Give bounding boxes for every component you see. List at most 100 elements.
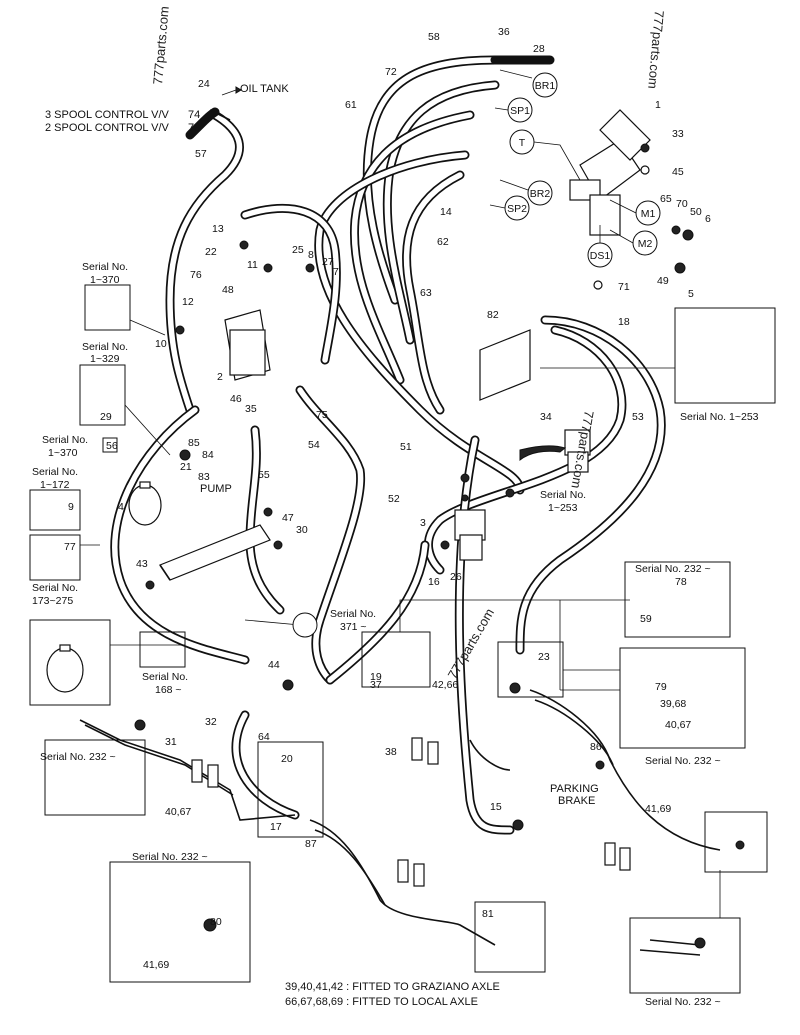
- callout-label: 56: [106, 440, 118, 452]
- callout-label: 1~172: [40, 479, 70, 491]
- detail-box-23-17: [497, 641, 564, 698]
- callout-label: BR1: [535, 80, 556, 92]
- callout-label: 5: [688, 288, 694, 300]
- header-labels: OIL TANK 3 SPOOL CONTROL V/V 74 2 SPOOL …: [45, 83, 289, 134]
- callout-label: 64: [258, 731, 270, 743]
- callout-label: SP1: [510, 105, 530, 117]
- callout-label: 45: [672, 166, 684, 178]
- callout-label: 39,68: [660, 698, 686, 710]
- callout-label: Serial No.: [82, 261, 128, 273]
- callout-label: 38: [385, 746, 397, 758]
- callout-label: 10: [155, 338, 167, 350]
- callout-label: 78: [675, 576, 687, 588]
- port-circle-m1: M1: [635, 200, 661, 226]
- control-valve-block: [224, 309, 271, 381]
- footer-line-2: 66,67,68,69 : FITTED TO LOCAL AXLE: [285, 996, 478, 1008]
- callout-label: Serial No.: [32, 466, 78, 478]
- callout-label: 81: [482, 908, 494, 920]
- serial-box-1-253: [674, 307, 776, 404]
- brake-valve: [569, 109, 651, 236]
- manifold-block: [159, 524, 271, 581]
- pipe-clamps: [191, 737, 631, 887]
- detail-circle-10: [292, 612, 318, 638]
- callout-label: 21: [180, 461, 192, 473]
- spool2-label: 2 SPOOL CONTROL V/V: [45, 122, 170, 134]
- port-circle-br1: BR1: [532, 72, 558, 98]
- callout-label: 55: [258, 469, 270, 481]
- port-circle-t: T: [509, 129, 535, 155]
- fitting-dots: [134, 143, 745, 949]
- callout-label: 59: [640, 613, 652, 625]
- serial-box-232-e: [629, 917, 741, 994]
- callout-label: 37: [370, 679, 382, 691]
- callout-label: 7: [333, 266, 339, 278]
- serial-box-1-329: [79, 364, 126, 426]
- callout-label: 15: [490, 801, 502, 813]
- accumulator-upper: [128, 481, 162, 526]
- callout-label: 28: [533, 43, 545, 55]
- serial-box-1-172: [29, 489, 81, 531]
- callout-label: 168 ~: [155, 684, 182, 696]
- callout-label: 48: [222, 284, 234, 296]
- callout-label: 26: [450, 571, 462, 583]
- callout-label: 63: [420, 287, 432, 299]
- callout-label: 71: [618, 281, 630, 293]
- oil-tank-label: OIL TANK: [240, 83, 289, 95]
- serial-box-232-a: [624, 561, 731, 638]
- detail-box-20-17: [257, 741, 324, 838]
- callout-label: 23: [538, 651, 550, 663]
- callout-label: SP2: [507, 203, 527, 215]
- callout-label: 32: [205, 716, 217, 728]
- callout-label: 1~329: [90, 353, 120, 365]
- serial-labels: Serial No.1~370 Serial No.1~329 Serial N…: [32, 261, 759, 1008]
- port-circle-m2: M2: [632, 230, 658, 256]
- callout-label: BR2: [530, 188, 551, 200]
- callout-label: 25: [292, 244, 304, 256]
- callout-label: 371 ~: [340, 621, 367, 633]
- callout-label: Serial No. 232 ~: [645, 996, 721, 1008]
- callout-label: 77: [64, 541, 76, 553]
- serial-box-232-d: [109, 861, 251, 983]
- callout-label: 82: [487, 309, 499, 321]
- callout-label: 11: [247, 259, 258, 271]
- callout-label: 52: [388, 493, 400, 505]
- callout-label: 75: [316, 409, 328, 421]
- callout-label: 8: [308, 249, 314, 261]
- callout-label: 41,69: [645, 803, 671, 815]
- callout-label: Serial No. 232 ~: [132, 851, 208, 863]
- pump-label: PUMP: [200, 483, 232, 495]
- callout-label: 42,66: [432, 679, 458, 691]
- serial-box-232-b: [619, 647, 746, 749]
- port-circle-ds1: DS1: [587, 242, 613, 268]
- callout-label: 31: [165, 736, 177, 748]
- callout-label: 173~275: [32, 595, 73, 607]
- callout-label: M2: [638, 238, 653, 250]
- callout-label: 19: [370, 671, 382, 683]
- callout-label: 70: [676, 198, 688, 210]
- watermark-middle: 777parts.com: [445, 606, 497, 682]
- callout-label: 43: [136, 558, 148, 570]
- callout-label: 2: [217, 371, 223, 383]
- port-circle-sp1: SP1: [507, 97, 533, 123]
- callout-label: Serial No.: [42, 434, 88, 446]
- callout-label: 40,67: [165, 806, 191, 818]
- footer-line-1: 39,40,41,42 : FITTED TO GRAZIANO AXLE: [285, 981, 500, 993]
- callout-label: 44: [268, 659, 280, 671]
- callout-label: Serial No. 232 ~: [645, 755, 721, 767]
- callout-label: 87: [305, 838, 317, 850]
- callout-label: DS1: [590, 250, 611, 262]
- callout-label: 49: [657, 275, 669, 287]
- callout-label: 6: [705, 213, 711, 225]
- callout-label: 4: [118, 501, 124, 513]
- callout-label: T: [519, 137, 526, 149]
- callout-label: 65: [660, 193, 672, 205]
- callout-label: Serial No.: [32, 582, 78, 594]
- filter-unit: [454, 509, 486, 561]
- callout-label: 17: [270, 821, 282, 833]
- callout-label: 18: [618, 316, 630, 328]
- callout-label: 16: [428, 576, 440, 588]
- callout-label: 76: [190, 269, 202, 281]
- callout-label: 80: [210, 916, 222, 928]
- callout-label: Serial No.: [540, 489, 586, 501]
